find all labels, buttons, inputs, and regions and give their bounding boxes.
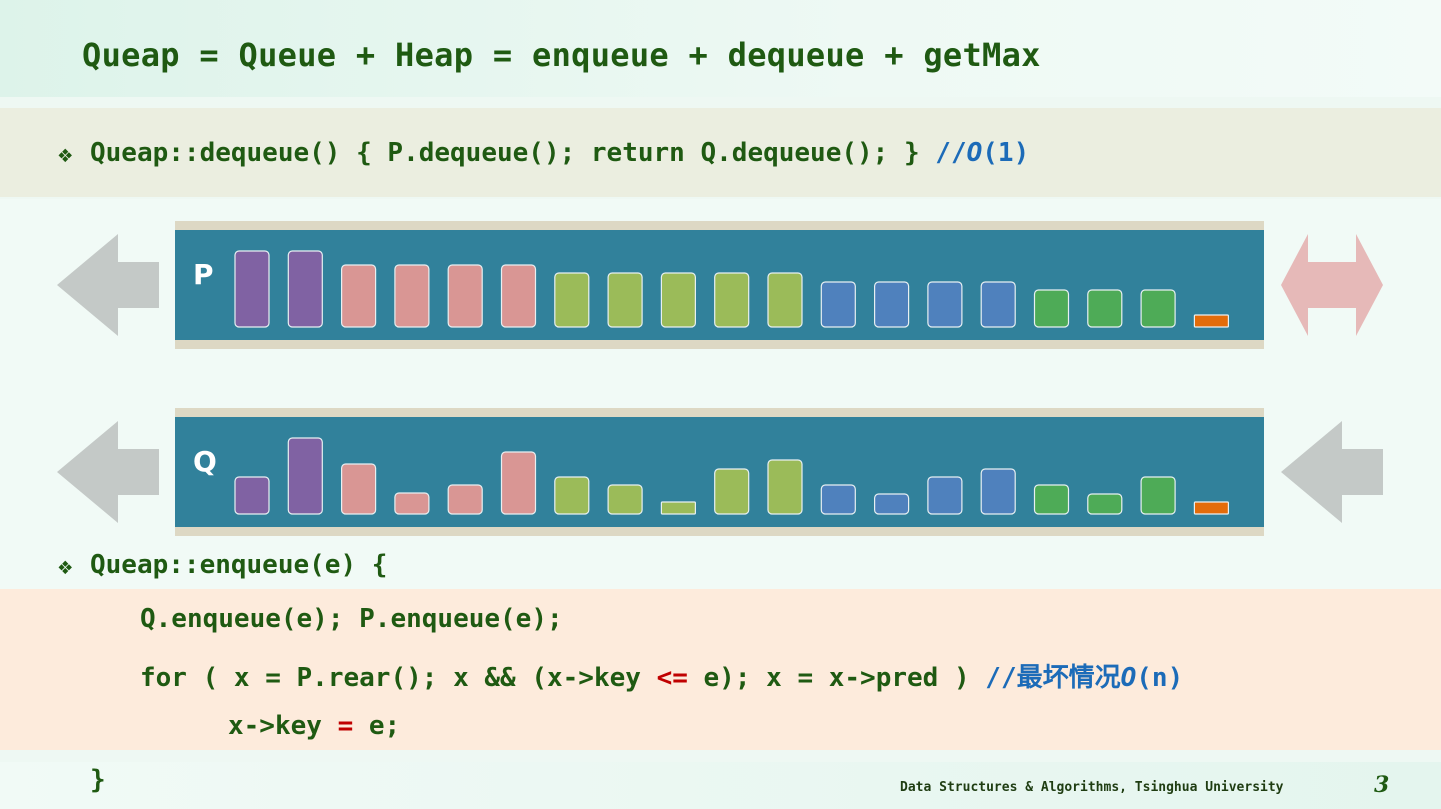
p-bar-8 [607, 272, 643, 328]
q-bar-8 [607, 484, 643, 515]
p-bar-19 [1193, 314, 1230, 328]
page-number: 3 [1374, 772, 1390, 798]
dequeue-comment-suffix: (1) [982, 138, 1030, 168]
dequeue-comment-o: O [966, 138, 983, 168]
enqueue-line-2-op: <= [656, 663, 688, 693]
p-bar-7 [554, 272, 590, 328]
q-bar-14 [927, 476, 963, 515]
p-bar-15 [980, 281, 1016, 328]
q-bar-1 [234, 476, 270, 515]
right-arrow-q-icon [1281, 421, 1383, 523]
p-bar-5 [447, 264, 483, 328]
enqueue-line-3: x->key = e; [228, 711, 400, 741]
q-bar-16 [1033, 484, 1070, 515]
dequeue-band [0, 108, 1441, 197]
p-bar-16 [1033, 289, 1070, 328]
q-bar-19 [1193, 501, 1230, 515]
p-bar-1 [234, 250, 270, 328]
bullet-dequeue: ❖ [58, 140, 73, 168]
p-bar-14 [927, 281, 963, 328]
p-bar-6 [500, 264, 537, 328]
footer-band [0, 762, 1441, 809]
q-bar-13 [873, 493, 910, 515]
q-bar-6 [500, 451, 537, 515]
enqueue-header: Queap::enqueue(e) { [90, 550, 388, 580]
enqueue-comment-o: O [1120, 663, 1137, 693]
panel-q-label: Q [193, 445, 217, 478]
enqueue-comment-cjk: 最坏情况 [1016, 663, 1121, 693]
q-bar-18 [1140, 476, 1176, 515]
q-bar-15 [980, 468, 1016, 515]
enqueue-line-2-b: e); x = x->pred ) [687, 663, 986, 693]
q-bar-17 [1087, 493, 1123, 515]
enqueue-line-2: for ( x = P.rear(); x && (x->key <= e); … [140, 657, 1183, 694]
enqueue-comment-prefix: // [985, 663, 1017, 693]
q-bar-3 [341, 463, 377, 515]
enqueue-comment-suffix: (n) [1136, 663, 1184, 693]
bullet-enqueue: ❖ [58, 552, 73, 580]
slide-title: Queap = Queue + Heap = enqueue + dequeue… [82, 36, 1041, 74]
enqueue-band [0, 589, 1441, 750]
q-bar-2 [287, 437, 323, 515]
p-bar-10 [714, 272, 750, 328]
enqueue-line-3-op: = [337, 711, 354, 741]
p-bar-13 [873, 281, 910, 328]
enqueue-close-brace: } [90, 765, 106, 795]
p-bar-12 [820, 281, 856, 328]
p-bar-2 [287, 250, 323, 328]
p-bar-4 [394, 264, 430, 328]
q-bar-11 [767, 459, 803, 515]
panel-p: P [175, 230, 1264, 340]
enqueue-line-3-a: x->key [228, 711, 338, 741]
panel-p-label: P [193, 258, 214, 291]
footer-credit: Data Structures & Algorithms, Tsinghua U… [900, 780, 1284, 795]
q-bar-10 [714, 468, 750, 515]
enqueue-line-2-a: for ( x = P.rear(); x && (x->key [140, 663, 657, 693]
panel-p-bars [234, 250, 1230, 328]
q-bar-7 [554, 476, 590, 515]
p-bar-9 [660, 272, 696, 328]
double-arrow-p-icon [1281, 234, 1383, 336]
q-bar-5 [447, 484, 483, 515]
p-bar-3 [341, 264, 377, 328]
p-bar-17 [1087, 289, 1123, 328]
left-arrow-p-icon [57, 234, 159, 336]
p-bar-18 [1140, 289, 1176, 328]
panel-q-frame: Q [175, 408, 1264, 536]
title-band [0, 0, 1441, 97]
enqueue-line-3-b: e; [353, 711, 401, 741]
dequeue-code: Queap::dequeue() { P.dequeue(); return Q… [90, 138, 920, 168]
q-bar-9 [660, 501, 696, 515]
dequeue-code-line: Queap::dequeue() { P.dequeue(); return Q… [90, 138, 1029, 168]
dequeue-comment-prefix: // [935, 138, 967, 168]
left-arrow-q-icon [57, 421, 159, 523]
enqueue-line-1: Q.enqueue(e); P.enqueue(e); [140, 604, 563, 634]
p-bar-11 [767, 272, 803, 328]
panel-p-frame: P [175, 221, 1264, 349]
q-bar-4 [394, 492, 430, 515]
panel-q-bars [234, 437, 1230, 515]
dequeue-comment: //O(1) [935, 138, 1029, 168]
panel-q: Q [175, 417, 1264, 527]
q-bar-12 [820, 484, 856, 515]
enqueue-line-2-comment: //最坏情况O(n) [985, 663, 1183, 693]
